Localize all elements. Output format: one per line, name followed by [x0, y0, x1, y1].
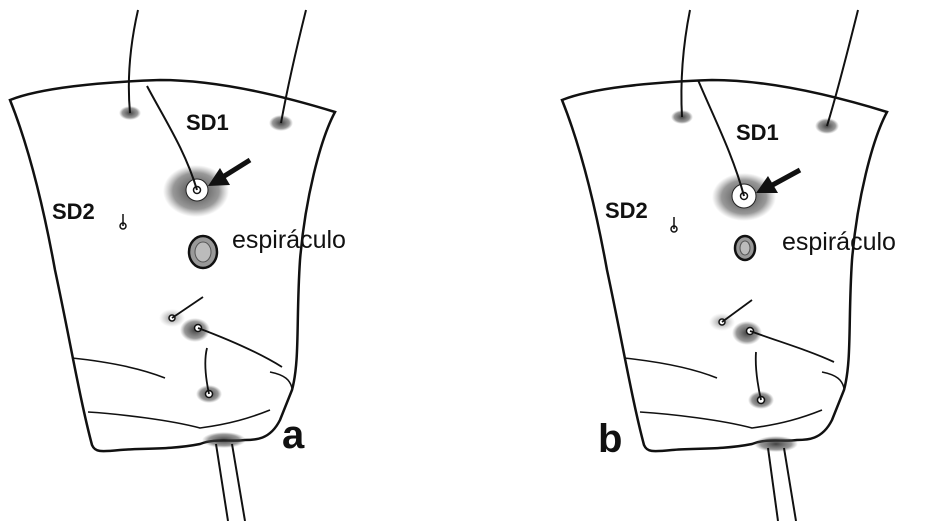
proleg-pinaculum	[202, 432, 246, 448]
label-sd1: SD1	[186, 110, 229, 135]
proleg-seta-right	[232, 444, 245, 521]
proleg-seta-left	[768, 448, 778, 521]
proleg-seta-left	[216, 444, 228, 521]
label-sd2: SD2	[52, 199, 95, 224]
spiracle-inner	[740, 241, 750, 255]
segment-outline	[562, 80, 887, 451]
panel-b: SD1 SD2 espiráculo b	[562, 10, 896, 521]
label-sd2: SD2	[605, 198, 648, 223]
panel-a: SD1 SD2 espiráculo a	[10, 10, 346, 521]
spiracle-inner	[195, 242, 211, 262]
panel-letter-b: b	[598, 417, 622, 461]
label-spiracle: espiráculo	[782, 228, 896, 256]
label-spiracle: espiráculo	[232, 226, 346, 254]
proleg-pinaculum	[754, 436, 798, 452]
proleg-seta-right	[784, 448, 796, 521]
panel-letter-a: a	[282, 413, 305, 457]
segment-outline	[10, 80, 335, 451]
label-sd1: SD1	[736, 120, 779, 145]
